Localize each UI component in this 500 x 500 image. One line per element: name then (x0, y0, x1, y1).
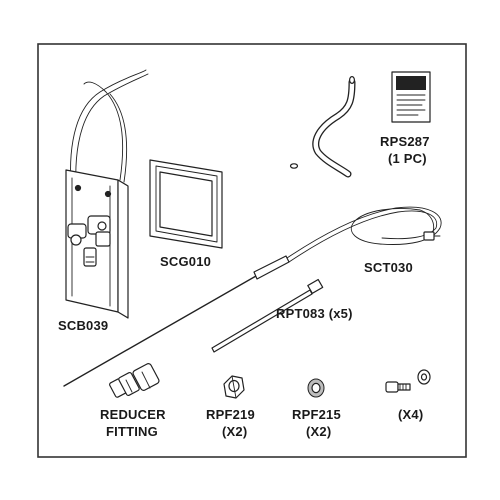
diagram-border (37, 43, 467, 458)
hooked-tube-illustration (312, 75, 356, 178)
reducer-fitting-illustration (109, 363, 160, 398)
card-qty-label: (1 PC) (388, 151, 427, 166)
screw-washer-illustration (385, 369, 431, 393)
probe-sensor-illustration (63, 206, 442, 387)
instruction-card-illustration (391, 71, 431, 123)
reducer-label-line2: FITTING (106, 424, 158, 439)
screw-qty-label: (X4) (398, 407, 423, 422)
bent-tube-illustration (173, 127, 299, 211)
cable-tie-illustration (211, 278, 324, 353)
gasket-illustration (149, 159, 223, 249)
rpf215-code-label: RPF215 (292, 407, 341, 422)
cable-tie-code-label: RPT083 (x5) (276, 306, 353, 321)
gasket-code-label: SCG010 (160, 254, 211, 269)
rpf219-code-label: RPF219 (206, 407, 255, 422)
rpf219-qty-label: (X2) (222, 424, 247, 439)
reducer-label-line1: REDUCER (100, 407, 166, 422)
rpf215-qty-label: (X2) (306, 424, 331, 439)
card-code-label: RPS287 (380, 134, 430, 149)
rpf215-ferrule-illustration (307, 378, 325, 398)
bracket-assembly-illustration (65, 69, 149, 319)
bracket-code-label: SCB039 (58, 318, 108, 333)
rpf219-nut-illustration (223, 375, 245, 399)
probe-code-label: SCT030 (364, 260, 413, 275)
